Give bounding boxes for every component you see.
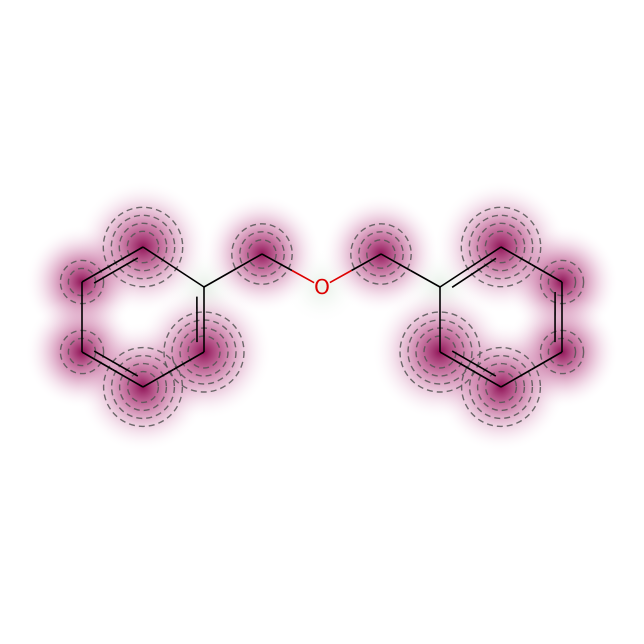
bond-1-inner [93, 257, 139, 284]
bond-8-half [351, 253, 382, 272]
contour-ring [460, 346, 542, 428]
bond-8 [329, 269, 352, 284]
bond-1-half [81, 263, 113, 283]
bond-10-half [470, 246, 502, 268]
contour-ring [247, 239, 277, 269]
contour-ring [399, 311, 481, 393]
bond-4-half [173, 351, 205, 371]
contour-ring [126, 230, 160, 264]
contour-ring [350, 223, 412, 285]
bond-7-half [291, 269, 315, 284]
contour-ring [468, 214, 534, 280]
bond-0-half [142, 246, 174, 268]
contour-ring [126, 370, 160, 404]
contour-ring [484, 370, 518, 404]
bond-14-half [439, 351, 471, 371]
contour-ring [118, 222, 168, 272]
molecule-bonds [81, 246, 563, 388]
bond-14 [470, 368, 502, 388]
contour-ring [231, 223, 293, 285]
contour-ring [358, 231, 404, 277]
contour-ring [102, 346, 184, 428]
contour-ring [366, 239, 396, 269]
bond-3 [81, 351, 113, 371]
bond-1 [112, 246, 144, 266]
contour-ring [102, 206, 184, 288]
bond-3-half [112, 368, 144, 388]
contour-ring [476, 222, 526, 272]
bond-7 [261, 253, 293, 272]
bond-6 [203, 269, 234, 288]
bond-11-half [531, 263, 563, 283]
contour-ring [468, 354, 534, 420]
contour-ring [484, 230, 518, 264]
contour-ring [460, 206, 542, 288]
contour-ring [110, 354, 176, 420]
molecule-atoms: O [314, 275, 330, 299]
contour-ring [110, 214, 176, 280]
bond-11 [500, 246, 532, 266]
bond-13-half [500, 368, 532, 388]
contour-ring [118, 362, 168, 412]
contour-ring [476, 362, 526, 412]
bond-13 [531, 351, 563, 371]
bond-9 [380, 253, 411, 272]
bond-0 [173, 266, 205, 288]
contour-ring [163, 311, 245, 393]
bond-9-half [410, 269, 441, 288]
bond-6-half [232, 253, 263, 272]
bond-10-inner [451, 257, 497, 288]
weight-heatmap [25, 180, 619, 453]
bond-14-inner [451, 350, 497, 377]
bond-10 [439, 266, 471, 288]
contour-ring [239, 231, 285, 277]
atom-label-o_ether: O [314, 275, 330, 299]
bond-3-inner [93, 350, 139, 377]
bond-4 [142, 368, 174, 388]
